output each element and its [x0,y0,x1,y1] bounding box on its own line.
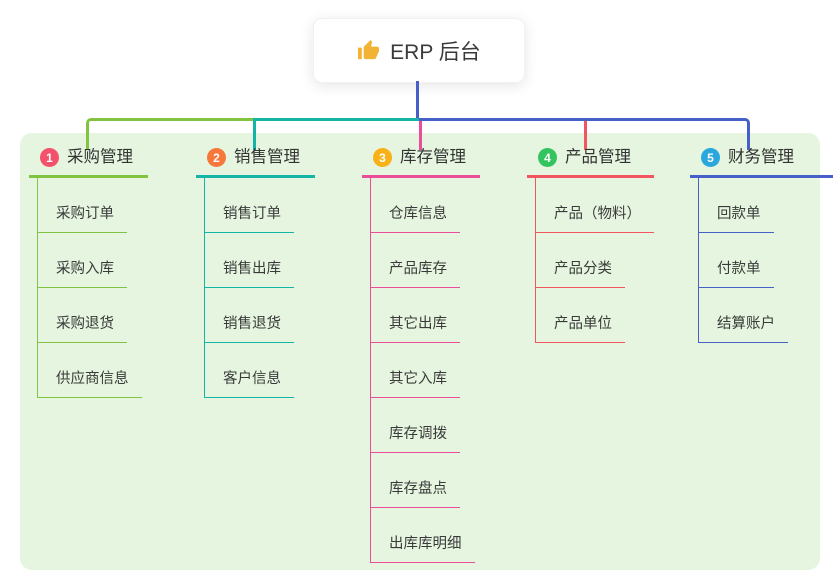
child-node[interactable]: 出库库明细 [371,532,475,563]
child-node[interactable]: 产品分类 [536,257,625,288]
branch-5: 5 财务管理回款单付款单结算账户 [690,145,833,343]
child-node[interactable]: 销售订单 [205,202,294,233]
branch-label: 采购管理 [67,148,133,166]
child-row: 供应商信息 [38,343,142,398]
child-row: 销售退货 [205,288,294,343]
branch-header-2[interactable]: 2 销售管理 [196,145,315,178]
child-row: 销售出库 [205,233,294,288]
branch-drop-3 [419,121,422,150]
root-node-erp[interactable]: ERP 后台 [313,18,525,83]
branch-children: 销售订单销售出库销售退货客户信息 [204,178,294,398]
branch-children: 采购订单采购入库采购退货供应商信息 [37,178,142,398]
child-node[interactable]: 库存调拨 [371,422,460,453]
root-connector-line [416,81,419,121]
branch-number-badge: 3 [373,148,392,167]
child-node[interactable]: 产品单位 [536,312,625,343]
branch-1: 1 采购管理采购订单采购入库采购退货供应商信息 [29,145,148,398]
branch-number-badge: 1 [40,148,59,167]
branch-children: 仓库信息产品库存其它出库其它入库库存调拨库存盘点出库库明细 [370,178,475,563]
child-node[interactable]: 回款单 [699,202,774,233]
branch-number-badge: 4 [538,148,557,167]
branch-label: 产品管理 [565,148,631,166]
branch-header-1[interactable]: 1 采购管理 [29,145,148,178]
child-row: 库存调拨 [371,398,475,453]
child-row: 产品库存 [371,233,475,288]
child-row: 销售订单 [205,178,294,233]
child-node[interactable]: 销售出库 [205,257,294,288]
child-row: 采购入库 [38,233,142,288]
child-node[interactable]: 其它出库 [371,312,460,343]
child-row: 出库库明细 [371,508,475,563]
branch-3: 3 库存管理仓库信息产品库存其它出库其它入库库存调拨库存盘点出库库明细 [362,145,480,563]
child-row: 回款单 [699,178,788,233]
branch-children: 回款单付款单结算账户 [698,178,788,343]
branch-children: 产品（物料） 产品分类产品单位 [535,178,654,343]
bus-segment-1 [86,118,253,150]
child-row: 产品（物料） [536,178,654,233]
branch-number-badge: 5 [701,148,720,167]
branch-number-badge: 2 [207,148,226,167]
branch-4: 4 产品管理产品（物料） 产品分类产品单位 [527,145,654,343]
child-node[interactable]: 销售退货 [205,312,294,343]
child-row: 库存盘点 [371,453,475,508]
branch-drop-2 [253,121,256,150]
child-node[interactable]: 产品（物料） [536,202,654,233]
branch-drop-4 [584,121,587,150]
branch-label: 销售管理 [234,148,300,166]
child-node[interactable]: 客户信息 [205,367,294,398]
child-node[interactable]: 采购退货 [38,312,127,343]
child-node[interactable]: 采购订单 [38,202,127,233]
child-node[interactable]: 结算账户 [699,312,788,343]
child-node[interactable]: 仓库信息 [371,202,460,233]
child-node[interactable]: 付款单 [699,257,774,288]
bus-segment-2 [253,118,419,121]
branch-header-3[interactable]: 3 库存管理 [362,145,480,178]
child-row: 采购退货 [38,288,142,343]
branch-2: 2 销售管理销售订单销售出库销售退货客户信息 [196,145,315,398]
child-row: 客户信息 [205,343,294,398]
branch-header-5[interactable]: 5 财务管理 [690,145,833,178]
bus-segment-3 [419,118,750,150]
child-row: 其它出库 [371,288,475,343]
root-title: ERP 后台 [390,40,481,64]
child-node[interactable]: 产品库存 [371,257,460,288]
child-node[interactable]: 库存盘点 [371,477,460,508]
child-node[interactable]: 其它入库 [371,367,460,398]
child-row: 结算账户 [699,288,788,343]
child-row: 仓库信息 [371,178,475,233]
child-row: 付款单 [699,233,788,288]
child-row: 产品单位 [536,288,654,343]
branch-header-4[interactable]: 4 产品管理 [527,145,654,178]
child-node[interactable]: 采购入库 [38,257,127,288]
thumbs-up-icon [358,39,380,60]
branch-label: 库存管理 [400,148,466,166]
child-node[interactable]: 供应商信息 [38,367,142,398]
child-row: 采购订单 [38,178,142,233]
child-row: 其它入库 [371,343,475,398]
child-row: 产品分类 [536,233,654,288]
branches-panel [20,133,820,570]
branch-label: 财务管理 [728,148,794,166]
